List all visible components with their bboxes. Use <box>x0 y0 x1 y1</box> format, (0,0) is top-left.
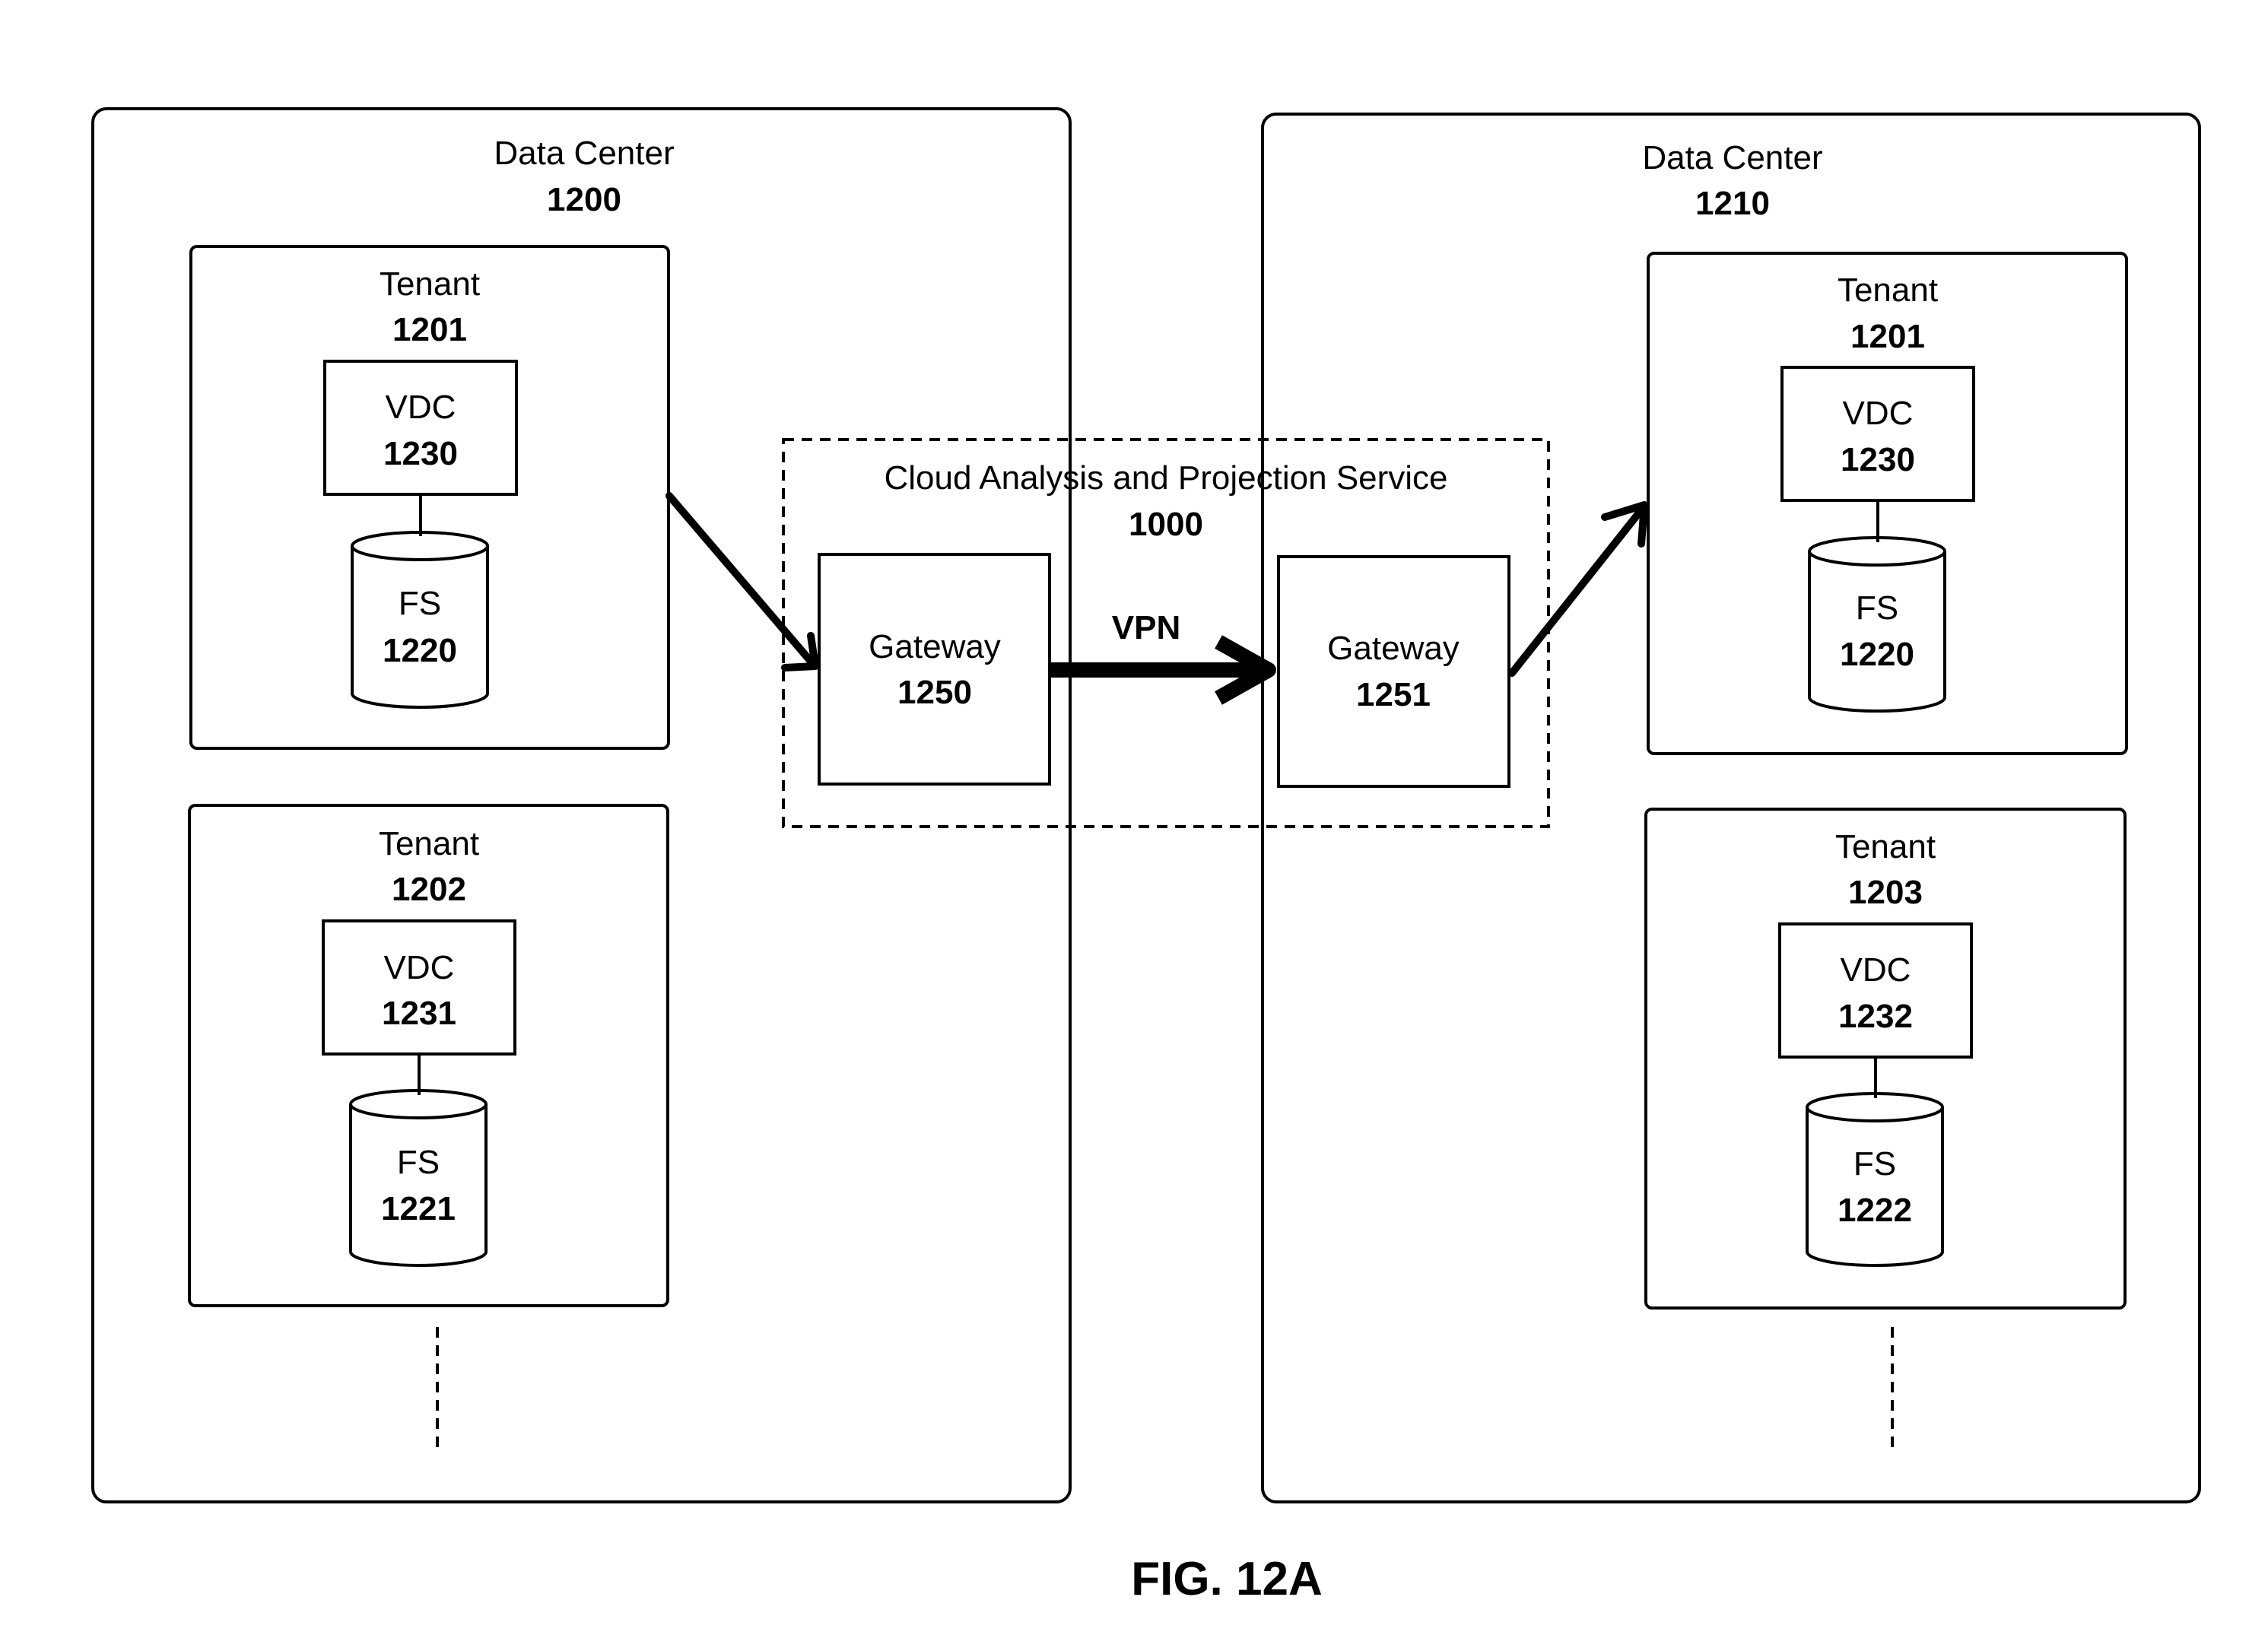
fs-title: FS <box>1853 1145 1896 1183</box>
fs-cylinder: FS 1220 <box>1809 538 1945 711</box>
figure-label: FIG. 12A <box>1131 1553 1323 1605</box>
cloud-analysis-service: Cloud Analysis and Projection Service 10… <box>783 440 1549 827</box>
gateway-box: Gateway 1251 <box>1279 557 1509 786</box>
vdc-title: VDC <box>1841 951 1911 989</box>
vdc-number: 1230 <box>1841 441 1915 478</box>
vdc-title: VDC <box>1843 395 1914 432</box>
tenant-box: Tenant 1201 VDC 1230 FS 1220 <box>1648 253 2127 754</box>
gateway-box: Gateway 1250 <box>819 554 1050 784</box>
fs-title: FS <box>399 585 441 622</box>
service-number: 1000 <box>1129 506 1203 543</box>
tenant-title: Tenant <box>379 825 479 862</box>
data-center-number: 1210 <box>1695 185 1770 222</box>
service-title: Cloud Analysis and Projection Service <box>884 459 1447 497</box>
vdc-box <box>1780 924 1971 1057</box>
fs-number: 1221 <box>381 1190 456 1227</box>
gateway-number: 1251 <box>1356 676 1431 713</box>
tenant-title: Tenant <box>1838 271 1938 309</box>
fs-cylinder: FS 1221 <box>351 1091 486 1265</box>
vpn-arrow <box>1050 642 1269 698</box>
vdc-number: 1231 <box>382 995 456 1032</box>
arrow-tenant-to-gateway <box>669 496 815 668</box>
data-center-title: Data Center <box>1642 139 1822 176</box>
tenant-number: 1201 <box>1850 318 1925 355</box>
vdc-number: 1232 <box>1838 998 1913 1035</box>
gateway-title: Gateway <box>1327 630 1460 667</box>
vdc-number: 1230 <box>383 435 458 472</box>
tenant-title: Tenant <box>1835 828 1936 865</box>
tenant-box: Tenant 1203 VDC 1232 FS 1222 <box>1646 809 2125 1308</box>
tenant-number: 1202 <box>392 871 466 908</box>
data-center-title: Data Center <box>494 135 674 172</box>
fs-number: 1220 <box>383 632 457 669</box>
fs-title: FS <box>397 1144 440 1181</box>
vdc-title: VDC <box>384 949 455 986</box>
fs-cylinder: FS 1222 <box>1807 1094 1942 1265</box>
fs-number: 1222 <box>1838 1192 1912 1229</box>
arrow-gateway-to-tenant <box>1512 505 1644 673</box>
tenant-number: 1201 <box>392 311 467 348</box>
data-center-number: 1200 <box>547 181 621 218</box>
gateway-title: Gateway <box>869 628 1001 665</box>
vdc-box <box>323 921 515 1054</box>
fs-number: 1220 <box>1840 636 1914 673</box>
tenant-number: 1203 <box>1848 874 1923 911</box>
vpn-label: VPN <box>1112 609 1180 646</box>
fs-cylinder: FS 1220 <box>352 532 488 707</box>
tenant-title: Tenant <box>380 265 480 303</box>
tenant-box: Tenant 1202 VDC 1231 FS 1221 <box>189 805 668 1306</box>
gateway-number: 1250 <box>897 674 972 711</box>
fs-title: FS <box>1856 589 1898 627</box>
tenant-box: Tenant 1201 VDC 1230 FS 1220 <box>191 246 669 748</box>
data-center-1200: Data Center 1200 Tenant 1201 VDC 1230 FS… <box>93 109 1070 1502</box>
data-center-1210: Data Center 1210 Tenant 1201 VDC 1230 FS… <box>1263 114 2200 1502</box>
vdc-title: VDC <box>386 389 456 426</box>
vdc-box <box>1782 367 1974 500</box>
vdc-box <box>325 361 516 494</box>
